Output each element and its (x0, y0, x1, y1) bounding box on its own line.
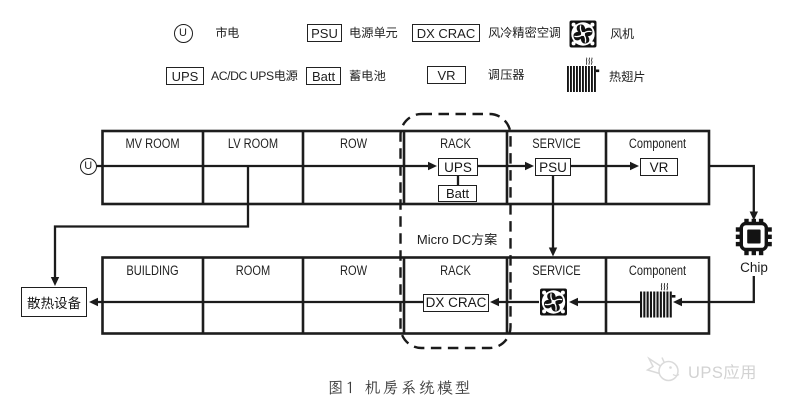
power-col-lv-room: LV ROOM (227, 136, 279, 151)
arrow-into-chip (749, 211, 758, 221)
legend-label-dxcrac: 风冷精密空调 (488, 26, 562, 40)
chip-label: Chip (740, 260, 768, 275)
power-col-row: ROW (339, 136, 368, 151)
ups-node: UPS (438, 158, 478, 176)
power-col-component: Component (628, 136, 687, 151)
arrow-into-vr (630, 161, 639, 171)
power-source-icon: U (79, 157, 97, 175)
legend-label-batt: 蓄电池 (349, 69, 386, 83)
line-lv-to-cooling-equipment (53, 166, 250, 278)
arrowheads (50, 161, 758, 307)
connection-lines (53, 164, 755, 304)
dxcrac-node: DX CRAC (423, 293, 489, 312)
arrow-into-psu (525, 161, 534, 171)
arrow-into-cooling-equipment-side (89, 297, 98, 307)
cooling-band-outline (101, 256, 711, 335)
legend-label-psu: 电源单元 (349, 26, 398, 40)
service-fan-icon (540, 289, 567, 316)
legend-label-heatsink: 热翅片 (609, 70, 646, 84)
line-band-to-chip (709, 164, 755, 212)
power-band-outline (101, 129, 711, 206)
cooling-col-component: Component (628, 262, 687, 278)
power-col-service: SERVICE (532, 136, 581, 151)
legend-vr-box: VR (427, 66, 466, 84)
power-col-mv-room: MV ROOM (125, 136, 180, 151)
line-chip-to-heatsink (682, 276, 755, 304)
fan-icon (570, 21, 597, 48)
heatsink-icon (566, 57, 600, 93)
cooling-equipment-node: 散热设备 (21, 287, 87, 317)
legend-label-ups: AC/DC UPS电源 (211, 69, 298, 83)
power-source-letter: U (84, 160, 93, 173)
figure-caption: 图1 机房系统模型 (327, 376, 473, 398)
cooling-col-building: BUILDING (126, 262, 179, 278)
watermark-logo (645, 356, 680, 382)
arrow-into-dxcrac (490, 297, 499, 307)
vr-node: VR (640, 158, 678, 176)
mains-symbol-letter: U (179, 27, 187, 39)
legend-dxcrac-box: DX CRAC (412, 24, 480, 42)
component-heatsink-icon (639, 282, 676, 318)
arrow-into-heatsink (673, 297, 682, 307)
arrow-into-service (548, 247, 558, 257)
legend-psu-box: PSU (307, 24, 342, 42)
chip-icon (735, 218, 772, 256)
legend-label-vr: 调压器 (488, 68, 525, 82)
arrow-into-fan (569, 297, 578, 307)
legend-label-fan: 风机 (610, 27, 635, 41)
arrow-into-cooling-equipment-top (50, 277, 60, 286)
cooling-col-room: ROOM (235, 262, 271, 278)
cooling-col-rack: RACK (440, 262, 471, 278)
micro-dc-label: Micro DC方案 (416, 232, 498, 247)
legend-batt-box: Batt (306, 67, 341, 85)
micro-dc-dashed-boundary (399, 112, 512, 350)
watermark-text: UPS应用 (688, 364, 758, 382)
power-band-grid (101, 129, 711, 206)
psu-node: PSU (535, 158, 571, 176)
cooling-col-service: SERVICE (532, 262, 581, 278)
cooling-col-row: ROW (339, 262, 368, 278)
power-col-rack: RACK (440, 136, 471, 151)
legend-label-mains: 市电 (215, 26, 240, 40)
batt-node: Batt (438, 185, 477, 202)
arrow-into-ups (428, 161, 437, 171)
legend-ups-box: UPS (166, 67, 204, 85)
cooling-band-grid (101, 256, 711, 335)
mains-symbol-icon: U (173, 23, 193, 43)
